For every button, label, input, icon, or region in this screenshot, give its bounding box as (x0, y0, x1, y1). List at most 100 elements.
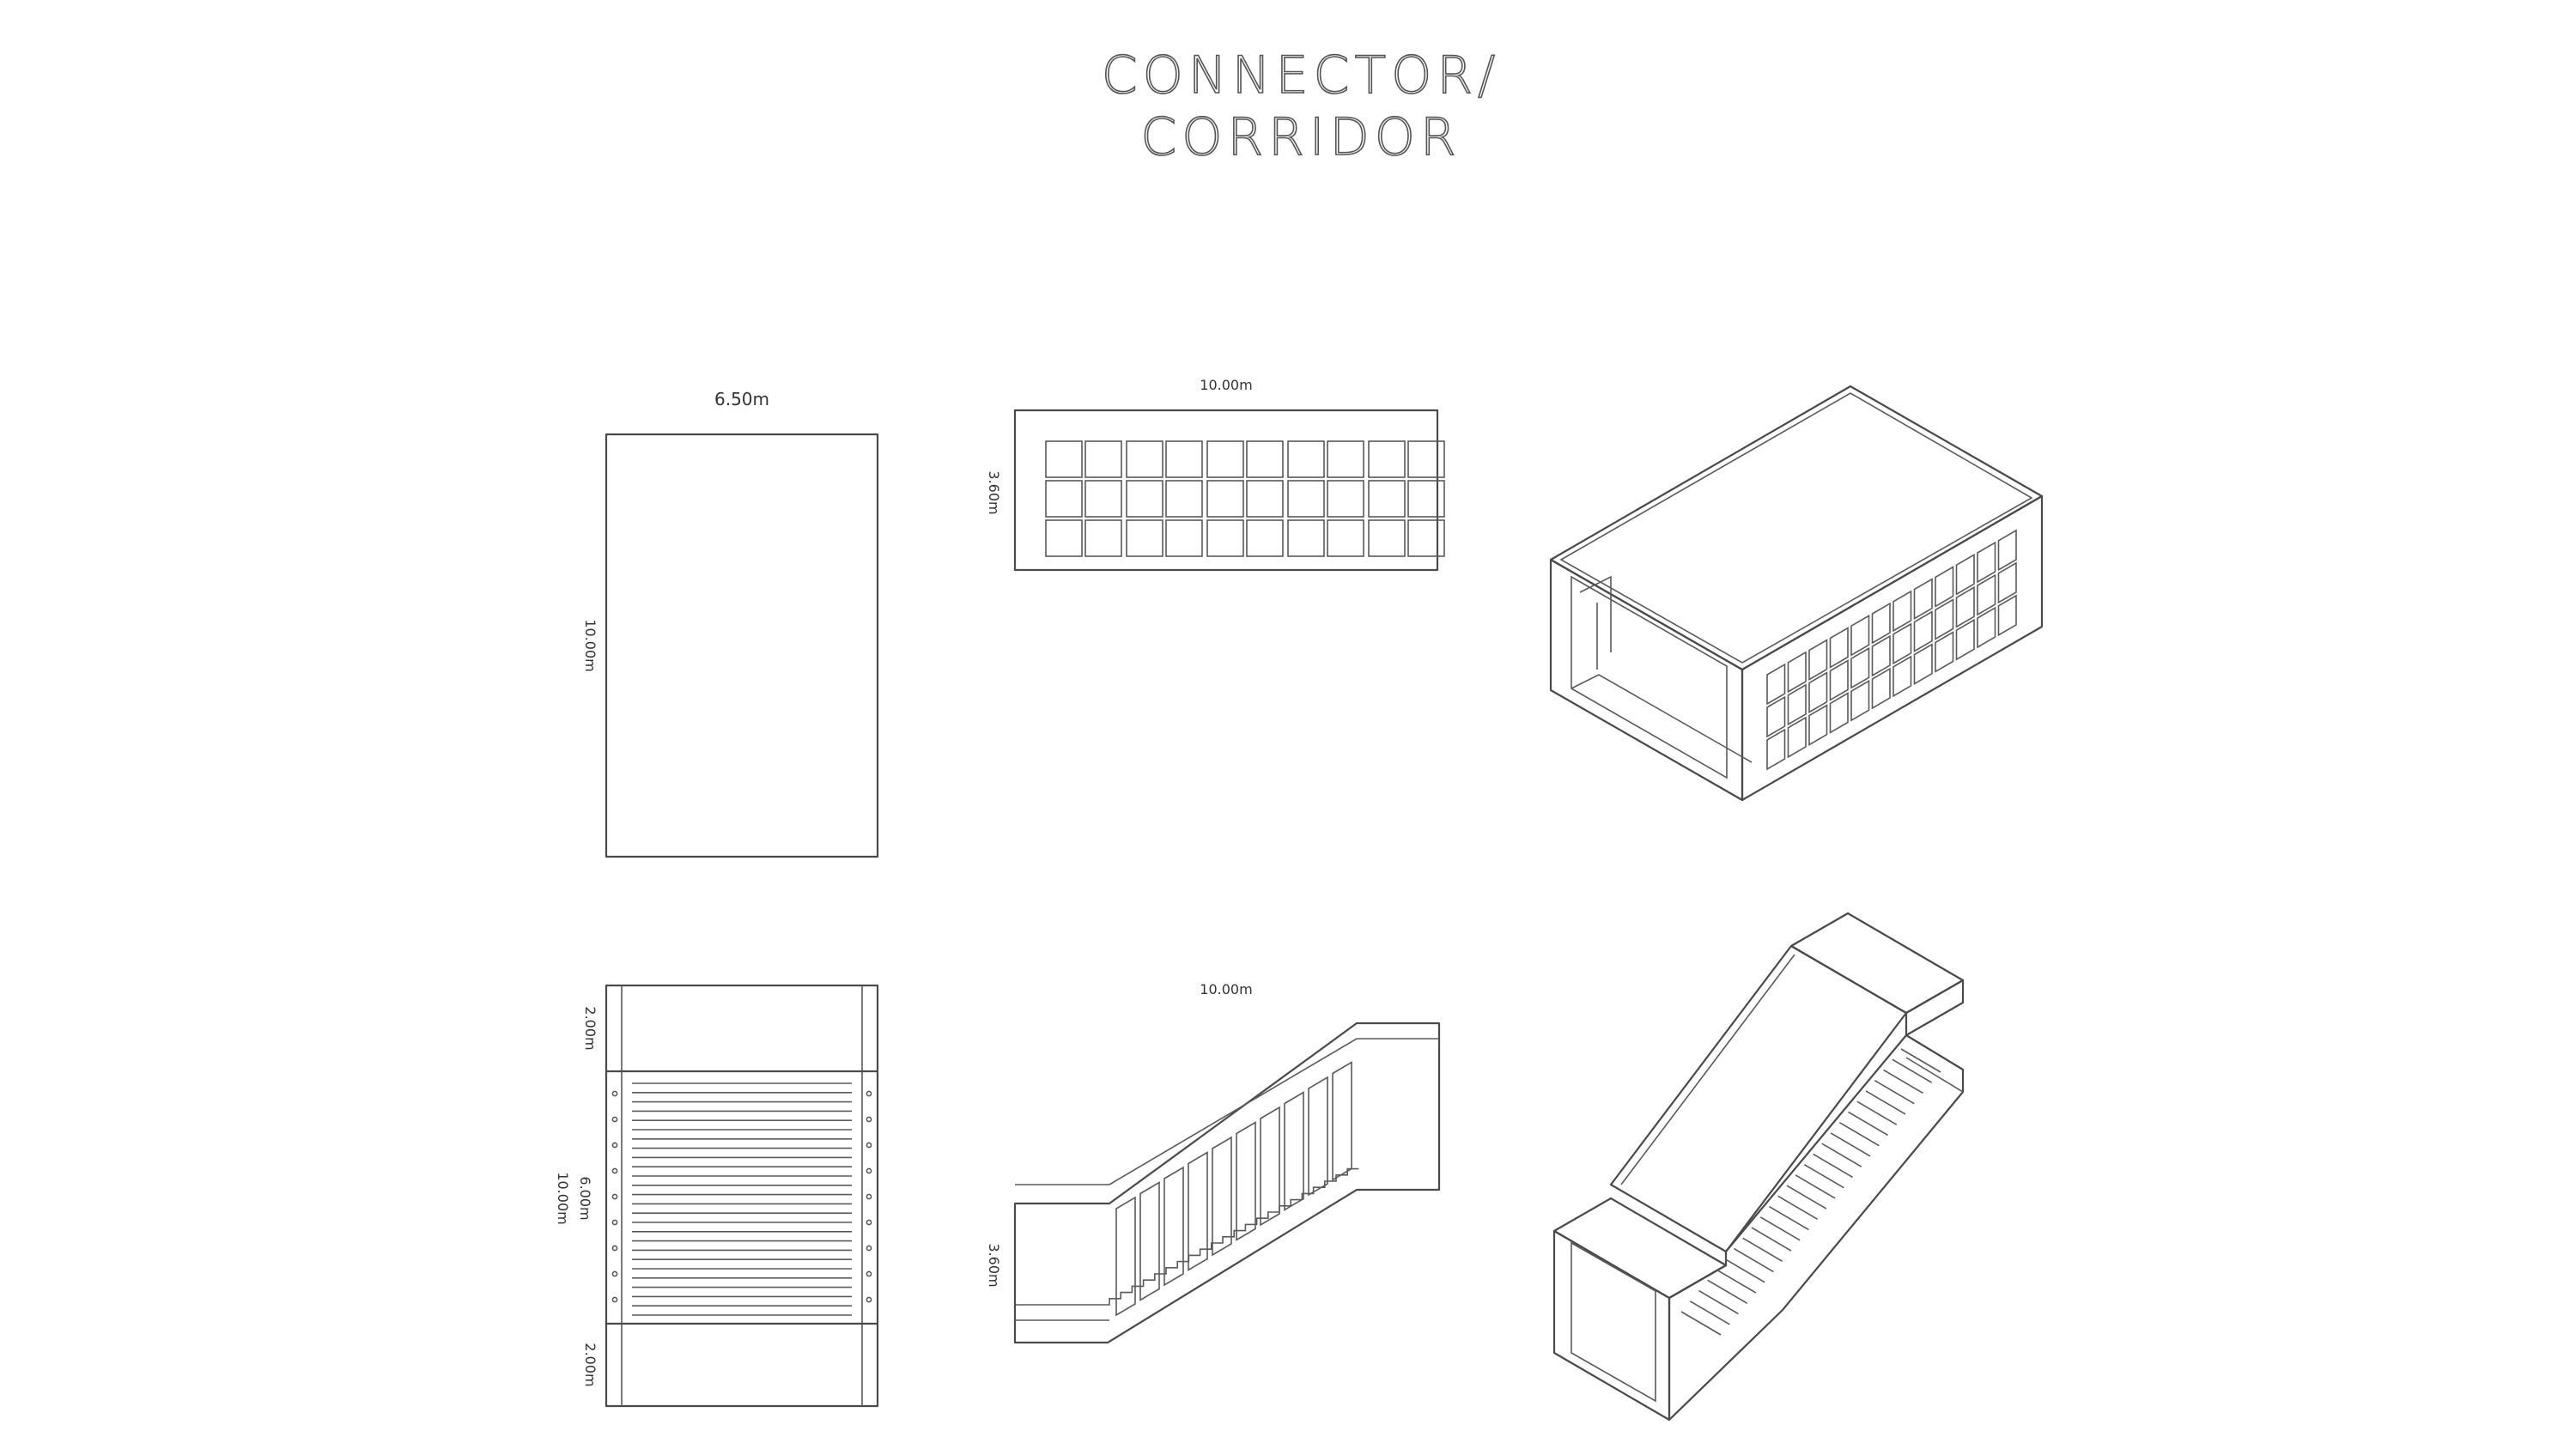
corridor-axo-front-frame (1549, 558, 1744, 802)
window-pane (1407, 480, 1445, 518)
stair-plan-outline (605, 984, 879, 1408)
stair-flight-length-label: 6.00m (577, 1176, 593, 1220)
axo-stair-step (1874, 1080, 1915, 1105)
axo-stair-step (1742, 1237, 1783, 1263)
baluster-dot (611, 1116, 618, 1123)
axo-stair-step (1838, 1121, 1880, 1147)
axo-stair-step (1689, 1300, 1730, 1325)
axo-stair-step (1786, 1185, 1827, 1210)
window-pane (1287, 440, 1325, 478)
axo-stair-step (1803, 1163, 1844, 1189)
axo-stair-step (1795, 1174, 1836, 1199)
window-pane (1287, 519, 1325, 557)
corridor-axo-roof (1549, 385, 2044, 671)
stair-elevation-steps (1015, 1167, 1359, 1306)
axo-window-pane (1913, 578, 1933, 620)
baluster-dot (611, 1142, 618, 1149)
window-pane (1045, 519, 1083, 557)
stair-elevation: 10.00m 3.60m (986, 981, 1441, 1344)
axo-window-pane (1997, 561, 2017, 604)
window-pane (1206, 440, 1244, 478)
stair-axo-upper-landing (1789, 912, 1965, 1015)
corridor-elevation-length-label: 10.00m (1200, 377, 1252, 393)
stair-plan-treads (632, 1082, 852, 1316)
axo-window-pane (1808, 639, 1828, 681)
window-pane (1206, 480, 1244, 518)
window-pane (1165, 519, 1203, 557)
title-line-1: CONNECTOR/ (1102, 45, 1500, 106)
axo-stair-step (1680, 1311, 1722, 1336)
axo-stair-step (1892, 1058, 1933, 1083)
corridor-axo-side (1741, 494, 2044, 802)
axo-window-pane (1935, 566, 1954, 608)
baluster-dot (866, 1219, 872, 1226)
baluster-dot (866, 1167, 872, 1174)
window-pane (1084, 480, 1122, 518)
corridor-elevation: 10.00m 3.60m (986, 377, 1445, 572)
corridor-axo-front-opening (1571, 575, 1728, 779)
stair-top-landing-label: 2.00m (582, 1006, 598, 1050)
stair-elevation-panel (1212, 1136, 1232, 1257)
corridor-plan-outline (605, 433, 879, 858)
baluster-dot (866, 1193, 872, 1200)
axo-stair-step (1724, 1258, 1765, 1283)
baluster-dot (866, 1116, 872, 1123)
axo-stair-step (1856, 1100, 1898, 1125)
baluster-dot (866, 1270, 872, 1277)
window-pane (1206, 519, 1244, 557)
baluster-dot (611, 1270, 618, 1277)
corridor-window-grid (1045, 440, 1445, 557)
axo-stair-step (1883, 1069, 1923, 1094)
baluster-dot (611, 1193, 618, 1200)
window-pane (1327, 480, 1364, 518)
baluster-dot (866, 1245, 872, 1252)
window-pane (1165, 480, 1203, 518)
axo-window-pane (1787, 683, 1807, 726)
axo-window-pane (1808, 704, 1828, 746)
stair-plan: 2.00m 10.00m 6.00m 2.00m (555, 984, 879, 1408)
window-pane (1287, 480, 1325, 518)
window-pane (1045, 440, 1083, 478)
axo-window-pane (1808, 671, 1828, 713)
window-pane (1368, 519, 1406, 557)
window-pane (1084, 519, 1122, 557)
title-line-2: CORRIDOR (1140, 107, 1461, 167)
baluster-dot (866, 1142, 872, 1149)
axo-window-pane (1787, 716, 1807, 759)
window-pane (1246, 480, 1284, 518)
window-pane (1327, 519, 1364, 557)
axo-window-pane (1997, 529, 2017, 572)
corridor-elevation-outline (1013, 409, 1439, 572)
stair-axo-roof (1609, 944, 1908, 1253)
baluster-dot (866, 1090, 872, 1097)
axo-stair-step (1768, 1205, 1809, 1231)
window-pane (1407, 519, 1445, 557)
axo-window-pane (1977, 573, 1996, 616)
axo-stair-step (1707, 1279, 1748, 1304)
baluster-dot (611, 1296, 618, 1303)
stair-elevation-outline (1013, 1022, 1441, 1344)
axo-window-pane (1850, 614, 1870, 657)
axo-stair-step (1716, 1269, 1757, 1294)
window-pane (1165, 440, 1203, 478)
axo-stair-step (1865, 1090, 1906, 1115)
stair-elevation-panel (1284, 1091, 1304, 1211)
axo-window-pane (1977, 541, 1996, 584)
corridor-axonometric (1549, 385, 2044, 802)
baluster-dot (611, 1167, 618, 1174)
window-pane (1045, 480, 1083, 518)
stair-elevation-panel (1260, 1106, 1280, 1227)
corridor-plan-length-label: 10.00m (582, 619, 598, 671)
axo-window-pane (1977, 606, 1996, 649)
axo-window-pane (1935, 631, 1954, 673)
stair-elevation-length-label: 10.00m (1200, 981, 1252, 997)
axo-window-pane (1913, 643, 1933, 685)
window-pane (1126, 440, 1163, 478)
axo-window-pane (1955, 553, 1975, 596)
axo-stair-step (1751, 1227, 1792, 1252)
axo-stair-step (1830, 1132, 1871, 1157)
axo-stair-step (1821, 1143, 1862, 1167)
axo-window-pane (1871, 602, 1891, 645)
corridor-axo-glazing (1766, 529, 2017, 771)
